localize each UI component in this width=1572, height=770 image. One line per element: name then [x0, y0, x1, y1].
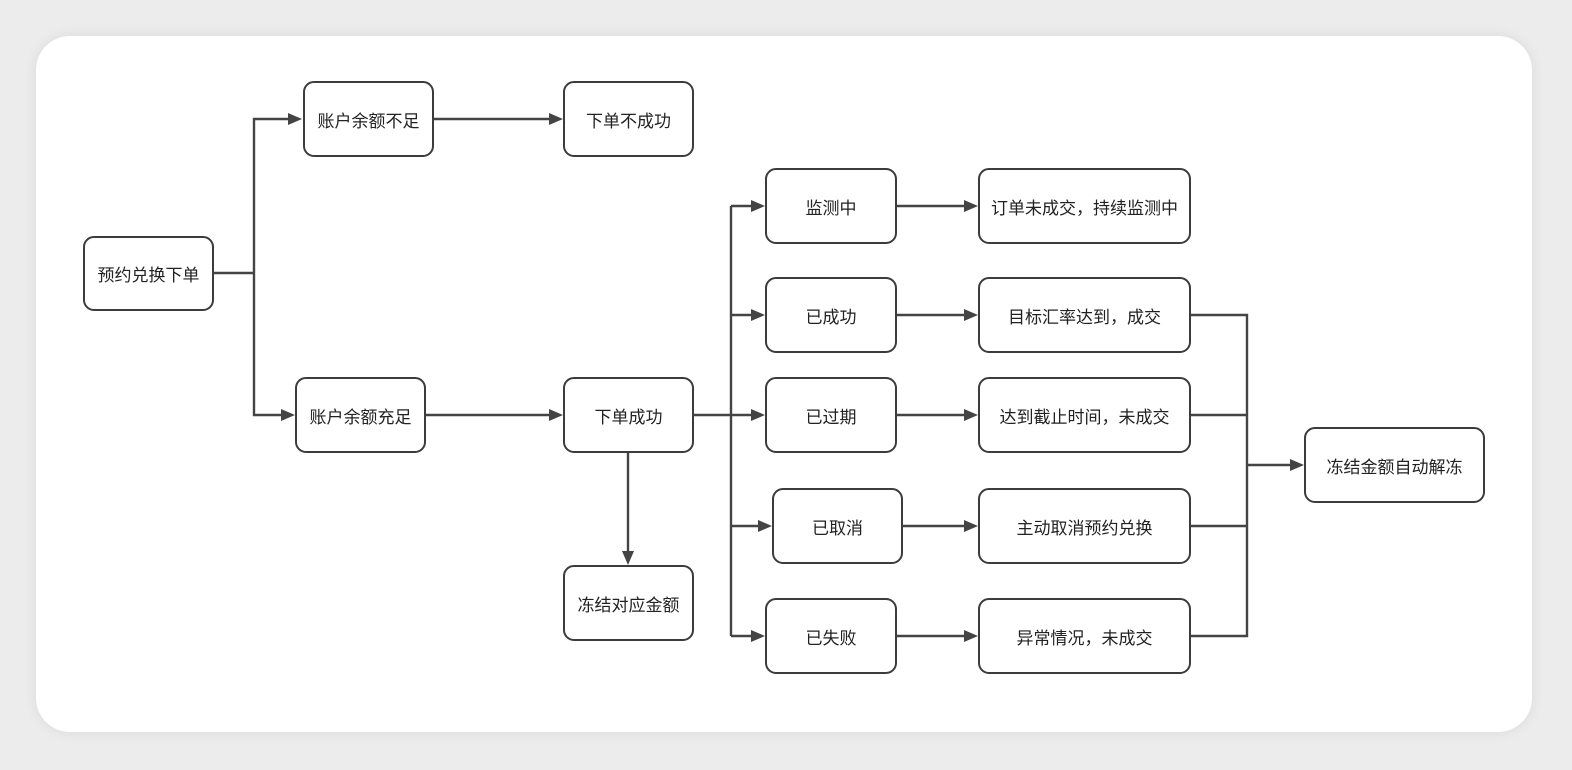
- arrowhead: [549, 113, 563, 125]
- arrowhead: [751, 309, 765, 321]
- arrowhead: [549, 409, 563, 421]
- arrowhead: [288, 113, 302, 125]
- arrowhead: [758, 520, 772, 532]
- arrowhead: [964, 409, 978, 421]
- node-result-cancelled: 主动取消预约兑换: [978, 488, 1191, 564]
- node-result-expired: 达到截止时间，未成交: [978, 377, 1191, 453]
- node-status-succeeded: 已成功: [765, 277, 897, 353]
- node-order-fail: 下单不成功: [563, 81, 694, 157]
- edge-split-to-sufficient: [252, 273, 281, 417]
- arrowhead: [964, 520, 978, 532]
- node-result-monitoring: 订单未成交，持续监测中: [978, 168, 1191, 244]
- node-order-success: 下单成功: [563, 377, 694, 453]
- node-status-cancelled: 已取消: [772, 488, 903, 564]
- node-status-monitoring: 监测中: [765, 168, 897, 244]
- arrowhead: [964, 200, 978, 212]
- node-auto-unfreeze: 冻结金额自动解冻: [1304, 427, 1485, 503]
- node-order-place: 预约兑换下单: [83, 236, 214, 311]
- arrowhead: [751, 630, 765, 642]
- merge-bus: [1191, 313, 1249, 638]
- arrowhead: [964, 630, 978, 642]
- node-balance-sufficient: 账户余额充足: [295, 377, 426, 453]
- arrowhead: [964, 309, 978, 321]
- arrowhead: [281, 409, 295, 421]
- arrowhead: [751, 409, 765, 421]
- node-balance-insufficient: 账户余额不足: [303, 81, 434, 157]
- node-result-failed: 异常情况，未成交: [978, 598, 1191, 674]
- node-status-expired: 已过期: [765, 377, 897, 453]
- arrowhead: [1290, 459, 1304, 471]
- arrowhead: [622, 551, 634, 565]
- node-result-succeeded: 目标汇率达到，成交: [978, 277, 1191, 353]
- edge-split-to-insufficient: [252, 117, 288, 273]
- arrowhead: [751, 200, 765, 212]
- node-freeze-amount: 冻结对应金额: [563, 565, 694, 641]
- node-status-failed: 已失败: [765, 598, 897, 674]
